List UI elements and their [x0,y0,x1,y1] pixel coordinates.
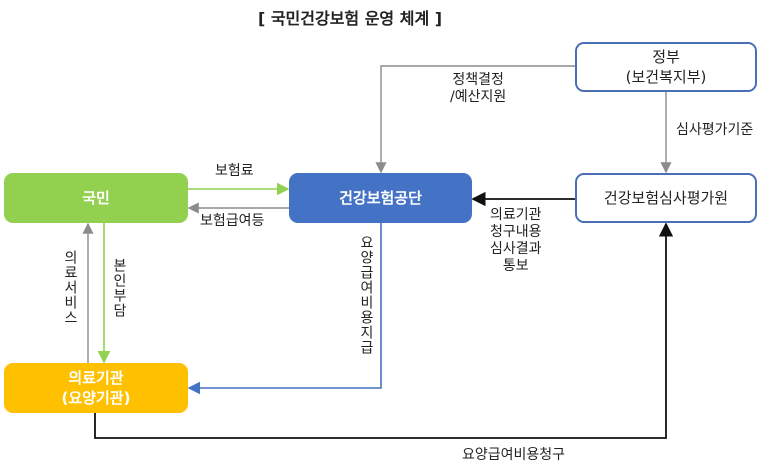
criteria-label: 심사평가기준 [676,122,754,138]
review-result-line2: 청구내용 [490,224,542,240]
claim-arrow [94,222,674,439]
provider-node: 의료기관 (요양기관) [4,363,188,413]
government-node: 정부 (보건복지부) [575,42,757,92]
government-label: 정부 [652,48,680,66]
payment-arrow [187,223,382,395]
policy-label: 정책결정 /예산지원 [450,72,506,106]
policy-arrow [375,65,575,174]
citizen-node: 국민 [4,173,188,223]
hira-label: 건강보험심사평가원 [603,189,729,207]
review-result-line1: 의료기관 [490,207,542,223]
provider-sublabel: (요양기관) [61,389,131,407]
diagram-title: [ 국민건강보험 운영 체계 ] [257,9,443,28]
hira-node: 건강보험심사평가원 [575,173,757,223]
provider-label: 의료기관 [68,369,124,387]
review-result-line3: 심사결과 [490,241,542,257]
government-sublabel: (보건복지부) [625,68,707,86]
policy-label-line2: /예산지원 [450,89,507,105]
policy-label-line1: 정책결정 [452,72,504,88]
nhis-label: 건강보험공단 [339,189,422,207]
review-result-label: 의료기관 청구내용 심사결과 통보 [490,207,542,275]
nhis-node: 건강보험공단 [289,173,472,223]
medical-service-label: 의료서비스 [62,250,78,325]
copay-label: 본인부담 [111,258,127,318]
premium-label: 보험료 [215,163,254,179]
review-result-line4: 통보 [502,258,529,274]
benefits-label: 보험급여등 [200,213,265,229]
citizen-label: 국민 [82,189,110,207]
payment-label: 요양급여비용지급 [358,235,374,355]
claim-label: 요양급여비용청구 [462,447,566,463]
